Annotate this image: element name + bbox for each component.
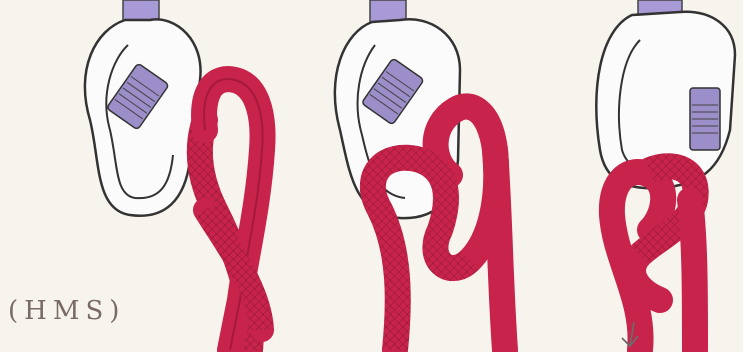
panel-3 bbox=[596, 0, 735, 350]
rope-strand-down bbox=[495, 150, 505, 350]
gate-sleeve bbox=[690, 88, 720, 150]
panel-2 bbox=[335, 0, 505, 350]
rope-strand-down bbox=[690, 200, 695, 350]
caption-hms: (HMS) bbox=[8, 298, 125, 324]
